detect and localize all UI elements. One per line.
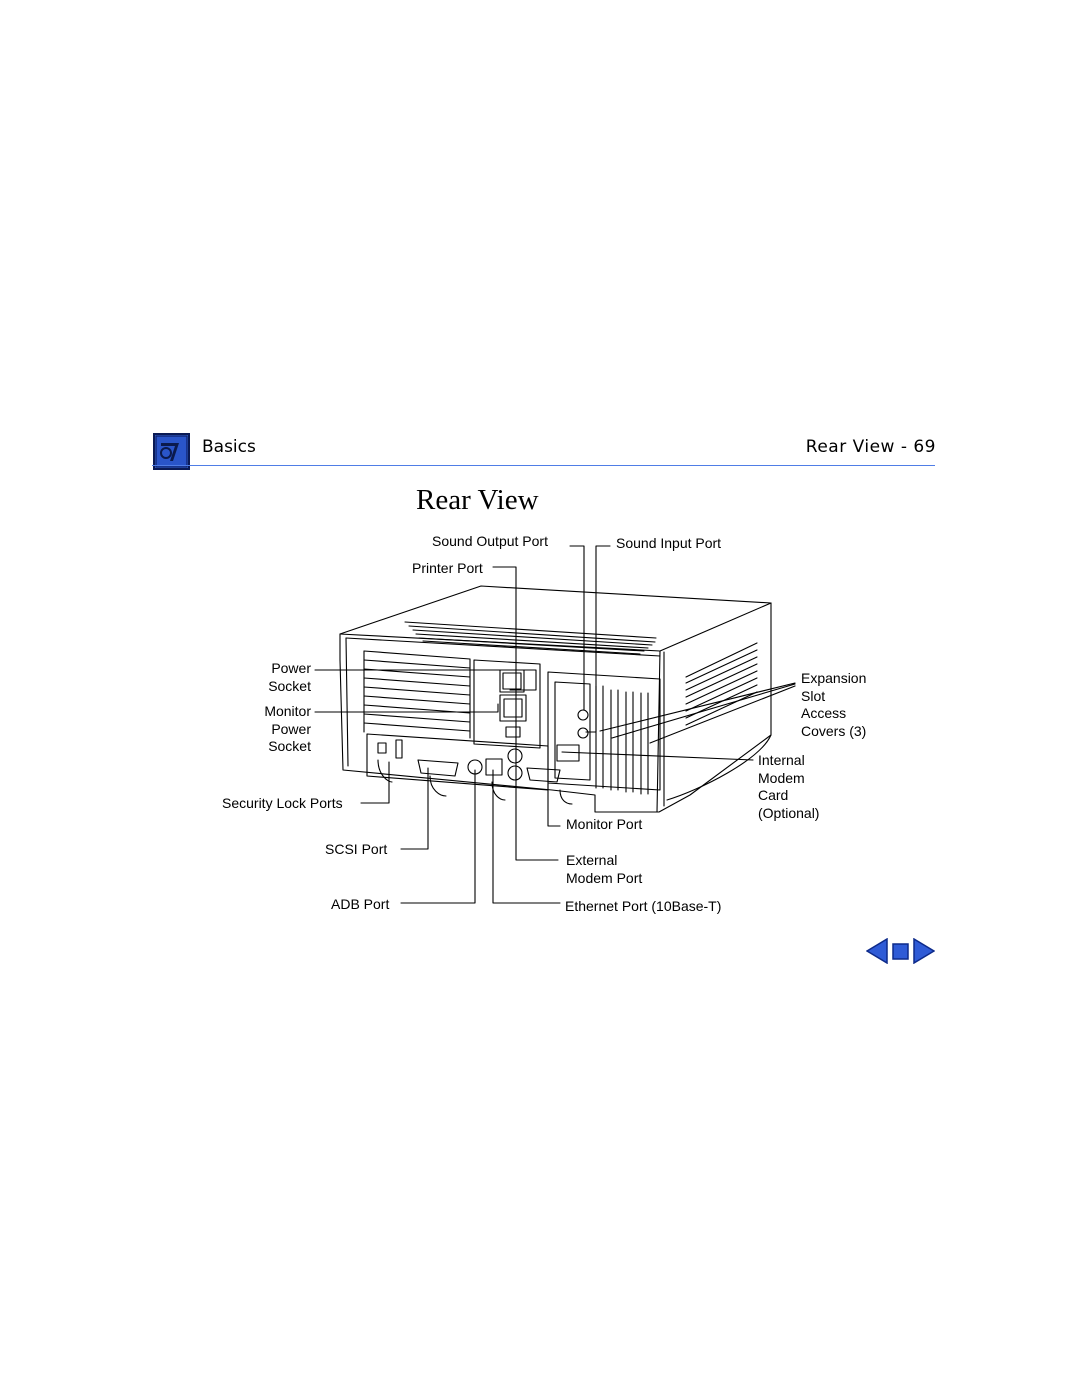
sound-output-port-label: Sound Output Port bbox=[432, 533, 548, 549]
section-name: Basics bbox=[202, 437, 256, 457]
sound-input-port-label: Sound Input Port bbox=[616, 535, 722, 551]
monitor-port-label: Monitor Port bbox=[566, 816, 643, 832]
ethernet-port-label: Ethernet Port (10Base-T) bbox=[565, 898, 722, 914]
header-divider bbox=[152, 465, 935, 466]
previous-page-button[interactable] bbox=[865, 937, 888, 965]
adb-port-label: ADB Port bbox=[331, 896, 390, 912]
page-reference: Rear View - 69 bbox=[805, 437, 936, 457]
next-page-button[interactable] bbox=[913, 937, 936, 965]
external-modem-port-label: External Modem Port bbox=[566, 852, 643, 886]
computer-illustration bbox=[339, 585, 772, 813]
triangle-right-icon bbox=[913, 937, 936, 965]
monitor-power-socket-label: Monitor Power Socket bbox=[264, 703, 311, 754]
section-tab-icon bbox=[153, 433, 190, 470]
expansion-slot-covers-label: Expansion Slot Access Covers (3) bbox=[801, 670, 867, 739]
square-stop-icon bbox=[892, 943, 909, 960]
callout-leader-lines bbox=[314, 545, 796, 904]
scsi-port-label: SCSI Port bbox=[325, 841, 388, 857]
triangle-left-icon bbox=[865, 937, 888, 965]
internal-modem-card-label: Internal Modem Card (Optional) bbox=[758, 752, 820, 821]
page-title: Rear View bbox=[416, 484, 539, 516]
home-button[interactable] bbox=[892, 943, 909, 960]
power-socket-label: Power Socket bbox=[268, 660, 311, 694]
printer-port-label: Printer Port bbox=[412, 560, 483, 576]
security-lock-ports-label: Security Lock Ports bbox=[222, 795, 343, 811]
